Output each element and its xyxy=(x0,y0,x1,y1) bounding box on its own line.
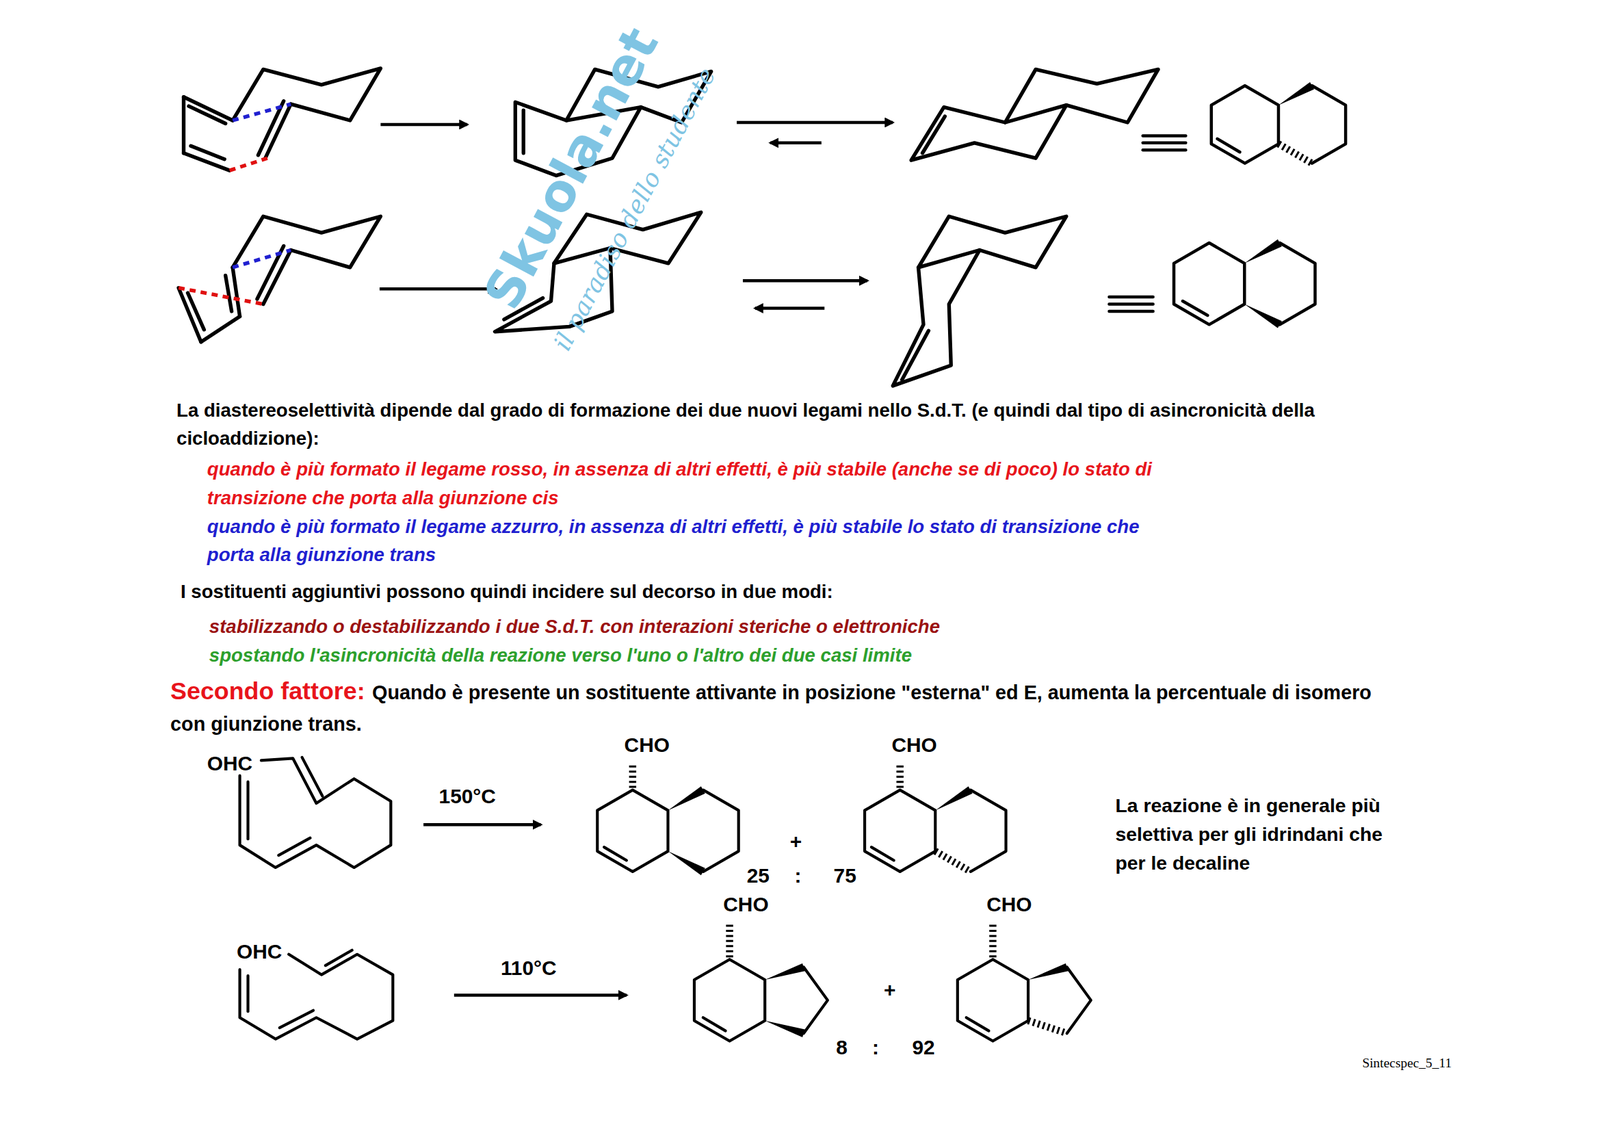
stereo-bonds xyxy=(1244,82,1315,329)
reaction-arrows xyxy=(379,122,893,995)
slide-reference: Sintecspec_5_11 xyxy=(1361,1054,1452,1072)
paragraph: I sostituenti aggiuntivi possono quindi … xyxy=(180,577,834,607)
section-heading: Secondo fattore: xyxy=(170,676,365,704)
hashed-bonds xyxy=(632,764,1068,1033)
note-blue: quando è più formato il legame azzurro, … xyxy=(207,512,1157,570)
bullet-dark-red: stabilizzando o destabilizzando i due S.… xyxy=(209,612,940,641)
condition-label: 110°C xyxy=(500,954,557,980)
ratio-separator: : xyxy=(872,1034,880,1060)
triene-substrates xyxy=(240,757,394,1040)
ratio-number: 25 xyxy=(746,863,770,888)
stereo-bonds xyxy=(667,785,1068,1038)
paragraph: La diastereoselettività dipende dal grad… xyxy=(176,396,1330,454)
side-note: La reazione è in generale più selettiva … xyxy=(1115,792,1389,878)
formula-label: OHC xyxy=(207,751,253,776)
condition-label: 150°C xyxy=(439,783,496,809)
ratio-number: 8 xyxy=(835,1034,848,1060)
plus-sign: + xyxy=(883,977,896,1003)
skeletal-formulas xyxy=(1108,85,1346,325)
bullet-green: spostando l'asincronicità della reazione… xyxy=(209,640,912,670)
heading-paragraph: Secondo fattore:Quando è presente un sos… xyxy=(170,675,1395,741)
bicyclic-products xyxy=(597,790,1092,1042)
ratio-number: 92 xyxy=(911,1034,935,1060)
formula-label: OHC xyxy=(236,938,282,964)
formula-label: CHO xyxy=(723,892,769,917)
hashed-bond xyxy=(1278,143,1313,163)
formula-label: CHO xyxy=(986,892,1032,917)
plus-sign: + xyxy=(790,828,802,854)
ratio-separator: : xyxy=(794,863,802,888)
note-red: quando è più formato il legame rosso, in… xyxy=(207,454,1249,513)
transition-states xyxy=(178,68,381,343)
formula-label: CHO xyxy=(891,732,937,758)
ratio-number: 75 xyxy=(833,863,857,888)
formula-label: CHO xyxy=(624,732,670,758)
